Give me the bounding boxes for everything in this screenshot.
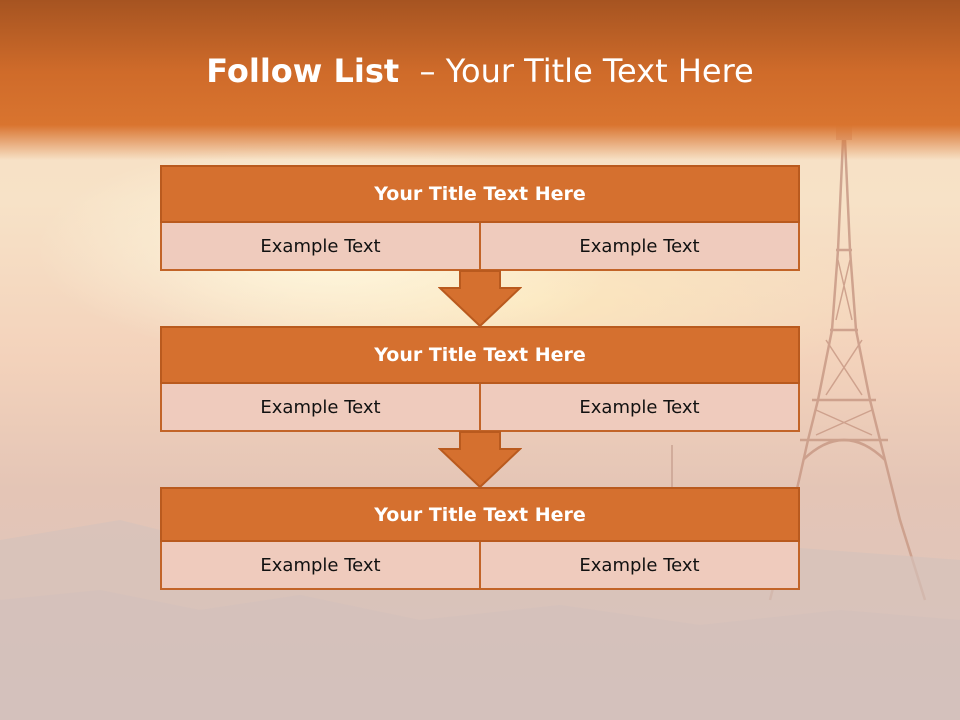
slide-title-bold: Follow List — [206, 52, 400, 90]
list-block-2: Your Title Text Here Example Text Exampl… — [160, 326, 800, 432]
block-title: Your Title Text Here — [160, 165, 800, 223]
block-title: Your Title Text Here — [160, 326, 800, 384]
block-right-cell: Example Text — [481, 223, 800, 271]
block-cells: Example Text Example Text — [160, 384, 800, 432]
down-arrow-icon — [438, 270, 522, 328]
slide-title: Follow List – Your Title Text Here — [0, 52, 960, 90]
block-left-cell: Example Text — [160, 542, 481, 590]
block-right-cell: Example Text — [481, 542, 800, 590]
list-block-3: Your Title Text Here Example Text Exampl… — [160, 487, 800, 590]
list-block-1: Your Title Text Here Example Text Exampl… — [160, 165, 800, 271]
block-cells: Example Text Example Text — [160, 542, 800, 590]
block-title: Your Title Text Here — [160, 487, 800, 542]
down-arrow-icon — [438, 431, 522, 489]
block-left-cell: Example Text — [160, 223, 481, 271]
block-left-cell: Example Text — [160, 384, 481, 432]
header-band — [0, 0, 960, 160]
block-right-cell: Example Text — [481, 384, 800, 432]
block-cells: Example Text Example Text — [160, 223, 800, 271]
slide-title-rest: – Your Title Text Here — [399, 52, 754, 90]
